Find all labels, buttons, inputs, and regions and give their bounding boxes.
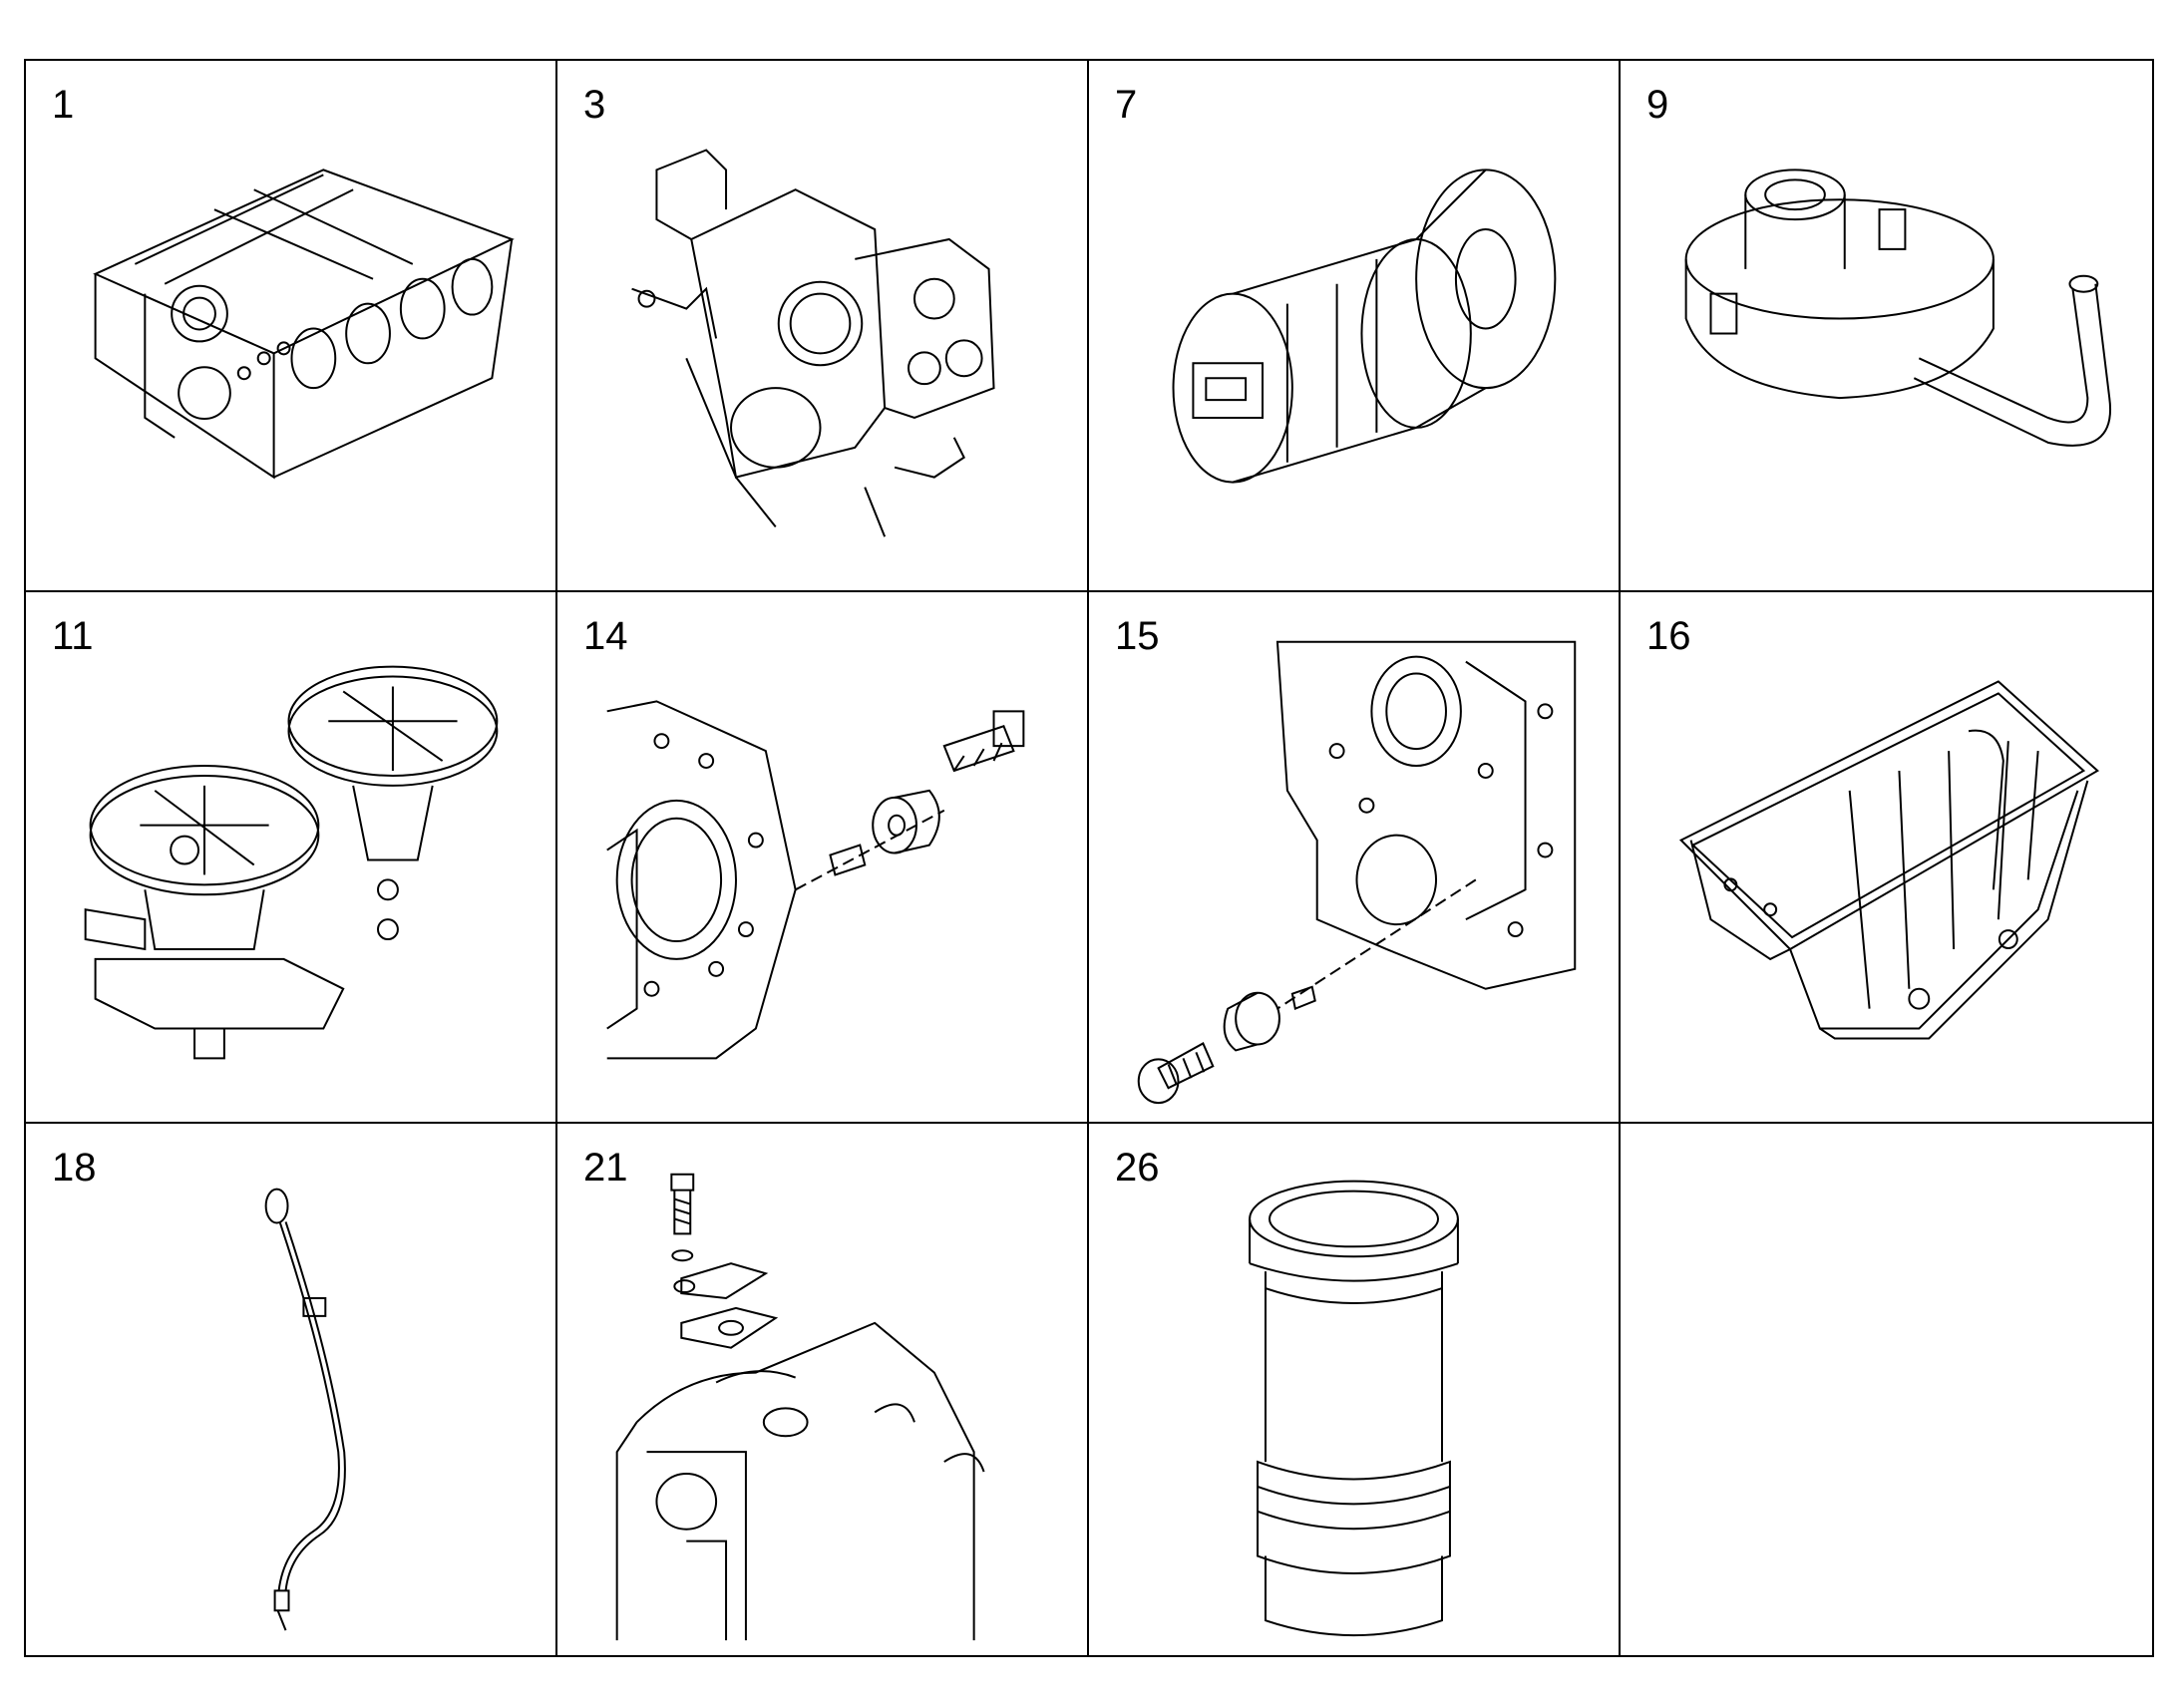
part-cell-1[interactable]: 1 [26, 61, 557, 592]
cover-plate-gasket-icon [557, 1124, 1087, 1655]
cylinder-liner-icon [1089, 1124, 1619, 1655]
part-cell-3[interactable]: 3 [557, 61, 1089, 592]
part-number: 3 [583, 83, 606, 127]
oil-pump-suction-pipe-icon [1621, 61, 2152, 590]
front-plug-assembly-icon [1089, 592, 1619, 1122]
part-number: 9 [1646, 83, 1669, 127]
part-number: 18 [52, 1146, 97, 1190]
part-cell-14[interactable]: 14 [557, 592, 1089, 1124]
part-number: 15 [1115, 614, 1160, 658]
part-number: 26 [1115, 1146, 1160, 1190]
part-cell-9[interactable]: 9 [1621, 61, 2152, 592]
timing-case-housing-icon [557, 61, 1087, 590]
part-cell-15[interactable]: 15 [1089, 592, 1621, 1124]
part-number: 16 [1646, 614, 1691, 658]
centrifugal-oil-filters-icon [26, 592, 555, 1122]
part-cell-11[interactable]: 11 [26, 592, 557, 1124]
part-cell-7[interactable]: 7 [1089, 61, 1621, 592]
dipstick-icon [26, 1124, 555, 1655]
part-cell-18[interactable]: 18 [26, 1124, 557, 1655]
engine-block-icon [26, 61, 555, 590]
oil-filter-cartridge-icon [1089, 61, 1619, 590]
parts-diagram-grid: 1 3 7 [24, 59, 2154, 1657]
part-number: 14 [583, 614, 628, 658]
rear-plug-assembly-icon [557, 592, 1087, 1122]
part-number: 1 [52, 83, 75, 127]
part-number: 11 [52, 614, 94, 658]
part-number: 7 [1115, 83, 1138, 127]
empty-cell [1621, 1124, 2152, 1655]
oil-pan-icon [1621, 592, 2152, 1122]
part-number: 21 [583, 1146, 628, 1190]
part-cell-21[interactable]: 21 [557, 1124, 1089, 1655]
part-cell-16[interactable]: 16 [1621, 592, 2152, 1124]
part-cell-26[interactable]: 26 [1089, 1124, 1621, 1655]
